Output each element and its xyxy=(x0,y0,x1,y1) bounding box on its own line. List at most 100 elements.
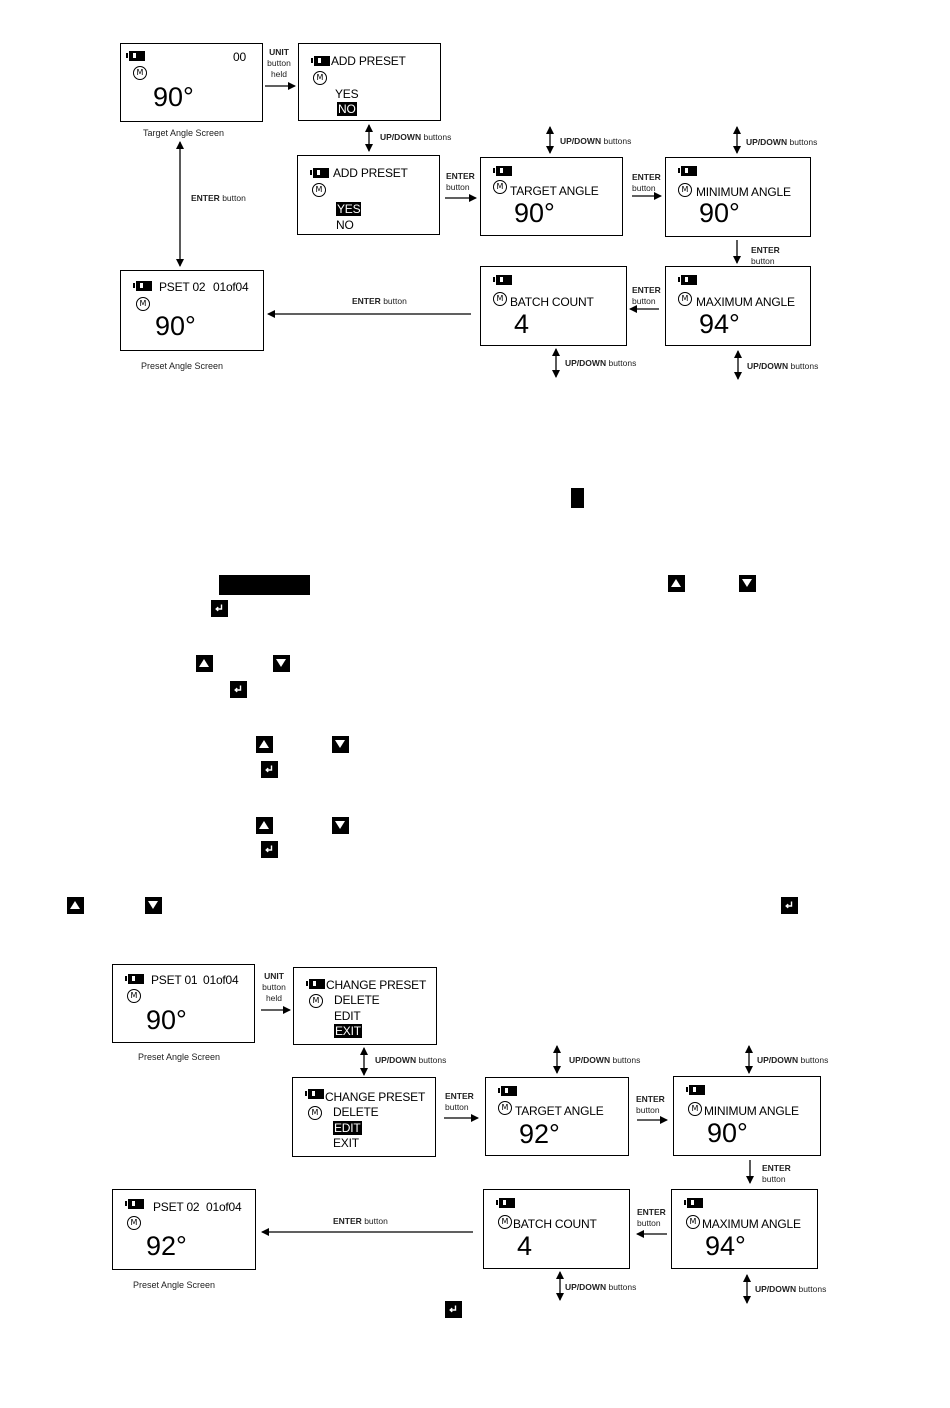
mic-icon: M xyxy=(498,1215,512,1229)
target-angle-edit-screen-2: M TARGET ANGLE 92° xyxy=(485,1077,629,1156)
enter-label: ENTER button xyxy=(191,193,246,203)
minimum-angle-screen: M MINIMUM ANGLE 90° xyxy=(665,157,811,237)
minimum-angle-label: MINIMUM ANGLE xyxy=(696,185,791,199)
add-preset-yes-screen: ADD PRESET M YES NO xyxy=(297,155,440,235)
updown-label: UP/DOWN buttons xyxy=(757,1055,829,1065)
battery-icon xyxy=(684,1198,703,1208)
mic-icon: M xyxy=(309,994,323,1008)
preset-angle-value: 92° xyxy=(146,1231,187,1261)
preset-angle-screen-1: PSET 01 01of04 M 90° xyxy=(112,964,255,1043)
down-arrow-icon xyxy=(273,655,290,672)
option-no: NO xyxy=(336,218,354,232)
preset-index: 01of04 xyxy=(213,280,249,294)
battery-icon xyxy=(306,979,325,989)
target-angle-value: 90° xyxy=(514,198,555,228)
enter-icon xyxy=(230,681,247,698)
add-preset-title: ADD PRESET xyxy=(333,166,408,180)
add-preset-no-screen: ADD PRESET M YES NO xyxy=(298,43,441,121)
maximum-angle-value: 94° xyxy=(705,1231,746,1261)
preset-title: PSET 01 xyxy=(151,973,198,987)
down-arrow-icon xyxy=(739,575,756,592)
battery-icon xyxy=(493,275,512,285)
preset-angle-value: 90° xyxy=(146,1005,187,1035)
batch-count-value: 4 xyxy=(517,1231,533,1261)
enter-label: ENTER button xyxy=(333,1216,388,1226)
mic-icon: M xyxy=(312,183,326,197)
up-arrow-icon xyxy=(67,897,84,914)
preset-screen-caption: Preset Angle Screen xyxy=(133,1280,216,1290)
option-delete: DELETE xyxy=(333,1105,379,1119)
mic-icon: M xyxy=(493,180,507,194)
batch-count-screen: M BATCH COUNT 4 xyxy=(480,266,627,346)
battery-icon xyxy=(311,56,330,66)
change-preset-edit-screen: CHANGE PRESET M DELETE EDIT EXIT xyxy=(292,1077,436,1157)
preset-title: PSET 02 xyxy=(153,1200,200,1214)
battery-icon xyxy=(678,275,697,285)
maximum-angle-screen-2: M MAXIMUM ANGLE 94° xyxy=(671,1189,818,1269)
preset-title: PSET 02 xyxy=(159,280,206,294)
up-arrow-icon xyxy=(196,655,213,672)
battery-icon xyxy=(305,1089,324,1099)
option-edit-selected: EDIT xyxy=(333,1121,362,1135)
battery-icon xyxy=(125,1199,144,1209)
down-arrow-icon xyxy=(332,736,349,753)
target-angle-edit-screen: M TARGET ANGLE 90° xyxy=(480,157,623,236)
battery-icon xyxy=(133,281,152,291)
up-arrow-icon xyxy=(668,575,685,592)
maximum-angle-label: MAXIMUM ANGLE xyxy=(702,1217,801,1231)
minimum-angle-label: MINIMUM ANGLE xyxy=(704,1104,799,1118)
mic-icon: M xyxy=(686,1215,700,1229)
battery-icon xyxy=(498,1086,517,1096)
mic-icon: M xyxy=(308,1106,322,1120)
change-preset-title: CHANGE PRESET xyxy=(326,978,427,992)
angle-value: 90° xyxy=(153,82,194,112)
preset-angle-screen: PSET 02 01of04 M 90° xyxy=(120,270,264,351)
preset-index: 01of04 xyxy=(203,973,239,987)
option-delete: DELETE xyxy=(334,993,380,1007)
enter-icon xyxy=(781,897,798,914)
updown-label: UP/DOWN buttons xyxy=(375,1055,447,1065)
change-preset-title: CHANGE PRESET xyxy=(325,1090,426,1104)
preset-screen-caption: Preset Angle Screen xyxy=(138,1052,221,1062)
updown-label: UP/DOWN buttons xyxy=(755,1284,827,1294)
mic-icon: M xyxy=(678,183,692,197)
enter-label: ENTER button xyxy=(352,296,407,306)
battery-icon xyxy=(493,166,512,176)
target-angle-label: TARGET ANGLE xyxy=(515,1104,604,1118)
mic-icon: M xyxy=(127,989,141,1003)
option-no-selected: NO xyxy=(337,102,357,116)
up-arrow-icon xyxy=(256,736,273,753)
preset-index: 01of04 xyxy=(206,1200,242,1214)
target-angle-screen: 00 M 90° xyxy=(120,43,263,122)
preset-screen-caption: Preset Angle Screen xyxy=(141,361,224,371)
up-arrow-icon xyxy=(256,817,273,834)
updown-label: UP/DOWN buttons xyxy=(380,132,452,142)
target-angle-value: 92° xyxy=(519,1119,560,1149)
batch-count-label: BATCH COUNT xyxy=(510,295,594,309)
mic-icon: M xyxy=(493,292,507,306)
enter-icon xyxy=(261,841,278,858)
maximum-angle-screen: M MAXIMUM ANGLE 94° xyxy=(665,266,811,346)
mic-icon: M xyxy=(498,1101,512,1115)
change-preset-exit-screen: CHANGE PRESET M DELETE EDIT EXIT xyxy=(293,967,437,1045)
option-exit-selected: EXIT xyxy=(334,1024,362,1038)
battery-icon xyxy=(678,166,697,176)
maximum-angle-label: MAXIMUM ANGLE xyxy=(696,295,795,309)
updown-label: UP/DOWN buttons xyxy=(747,361,819,371)
black-block xyxy=(571,488,584,508)
enter-icon xyxy=(211,600,228,617)
preset-angle-value: 90° xyxy=(155,311,196,341)
battery-icon xyxy=(125,974,144,984)
enter-icon xyxy=(261,761,278,778)
option-exit: EXIT xyxy=(333,1136,359,1150)
battery-icon xyxy=(310,168,329,178)
mic-icon: M xyxy=(133,66,147,80)
